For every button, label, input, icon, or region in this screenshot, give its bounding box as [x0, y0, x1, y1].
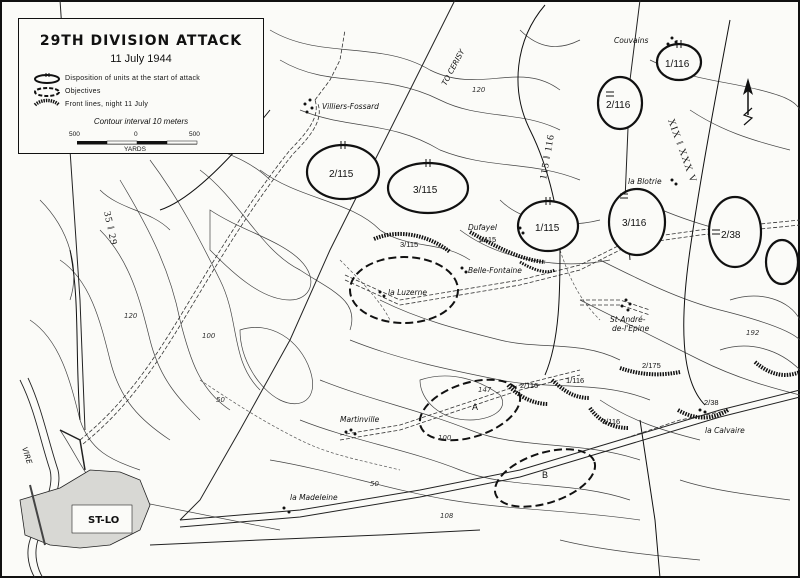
north-arrow-icon: [742, 78, 754, 126]
boundary-label-corps: XIX ‖ XXX V: [665, 117, 699, 184]
objective-label-a: A: [472, 402, 478, 412]
unit-label-2-38: 2/38: [721, 230, 741, 241]
elevation-50b: 50: [370, 480, 379, 488]
unit-2-38: [707, 195, 763, 269]
place-martinville: Martinville: [340, 415, 380, 424]
objective-a: [418, 378, 522, 442]
place-dufayel: Dufayel: [468, 223, 498, 232]
elevation-108: 108: [440, 512, 454, 520]
village-dots: [282, 36, 707, 514]
road-to-cerisy: TO CERISY: [440, 46, 467, 86]
unit-2-115: [305, 143, 381, 201]
streams: [199, 249, 601, 471]
elevation-120b: 120: [124, 312, 138, 320]
unit-2-116: [596, 75, 644, 131]
front-label-2-116: 2/116: [520, 381, 538, 390]
front-label-2-38: 2/38: [704, 398, 719, 407]
place-belle-fontaine: Belle-Fontaine: [468, 266, 522, 275]
map-subtitle: 11 July 1944: [110, 53, 172, 65]
legend-box: 29TH DIVISION ATTACK 11 July 1944 Dispos…: [18, 18, 264, 154]
elevation-147: 147: [478, 386, 492, 394]
unit-1-115: [516, 199, 580, 253]
elevation-100a: 100: [202, 332, 216, 340]
boundary-label-115-116: 115 ‖ 116: [538, 133, 557, 180]
scale-tick-left: 500: [69, 131, 80, 138]
legend-symbols: [33, 73, 198, 145]
place-st-andre-1: St-André-: [610, 315, 646, 324]
unit-1-116: [655, 42, 703, 82]
scale-tick-right: 500: [189, 131, 200, 138]
unit-label-2-116: 2/116: [606, 100, 631, 111]
front-label-3-115: 3/115: [400, 240, 418, 249]
trails: [79, 29, 800, 445]
objective-label-b: B: [542, 470, 548, 480]
objectives: [349, 256, 597, 508]
unit-label-3-115: 3/115: [413, 185, 438, 196]
place-la-luzerne: la Luzerne: [388, 288, 427, 297]
legend-item-dispositions: Disposition of units at the start of att…: [65, 75, 201, 82]
elevation-100b: 100: [438, 434, 452, 442]
st-lo-town: [19, 429, 151, 549]
vire-river: [19, 377, 60, 578]
elevation-50a: 50: [216, 396, 225, 404]
elevation-120a: 120: [472, 86, 486, 94]
place-st-andre-2: de-l'Epine: [612, 324, 650, 333]
map-title: 29TH DIVISION ATTACK: [39, 33, 243, 49]
objective-b: [493, 448, 597, 508]
scale-unit: YARDS: [124, 146, 146, 153]
unit-3-116: [607, 187, 667, 257]
legend-item-objectives: Objectives: [65, 88, 101, 95]
unit-size-ticks: [340, 40, 720, 235]
place-la-madeleine: la Madeleine: [290, 493, 338, 502]
scale-tick-zero: 0: [134, 131, 138, 138]
unit-label-1-115: 1/115: [535, 223, 560, 234]
place-st-lo: ST-LO: [88, 515, 119, 526]
place-la-calvaire: la Calvaire: [705, 426, 745, 435]
unit-3-115: [386, 161, 470, 215]
objective-la-luzerne: [349, 256, 459, 324]
place-villiers-fossard: Villiers-Fossard: [322, 102, 379, 111]
front-lines: [373, 230, 800, 430]
unit-label-2-115: 2/115: [329, 169, 354, 180]
unit-dispositions: [305, 42, 800, 286]
legend-contour-interval: Contour interval 10 meters: [93, 117, 189, 126]
unit-label-3-116: 3/116: [622, 218, 647, 229]
unit-label-1-116: 1/116: [665, 59, 690, 70]
place-la-blotrie: la Blotrie: [628, 177, 662, 186]
river-vire: VIRE: [20, 446, 34, 465]
legend-item-front-lines: Front lines, night 11 July: [65, 101, 149, 108]
boundary-label-division: 35 ‖ 29: [101, 210, 119, 246]
elevation-192: 192: [746, 329, 760, 337]
front-label-2-175: 2/175: [642, 361, 661, 370]
place-couvains: Couvains: [614, 36, 648, 45]
front-label-1-116: 1/116: [566, 376, 584, 385]
unit-partial-east: [764, 238, 800, 286]
front-label-1-115: 1/115: [478, 235, 496, 244]
front-label-3-116: 3/116: [602, 417, 620, 426]
